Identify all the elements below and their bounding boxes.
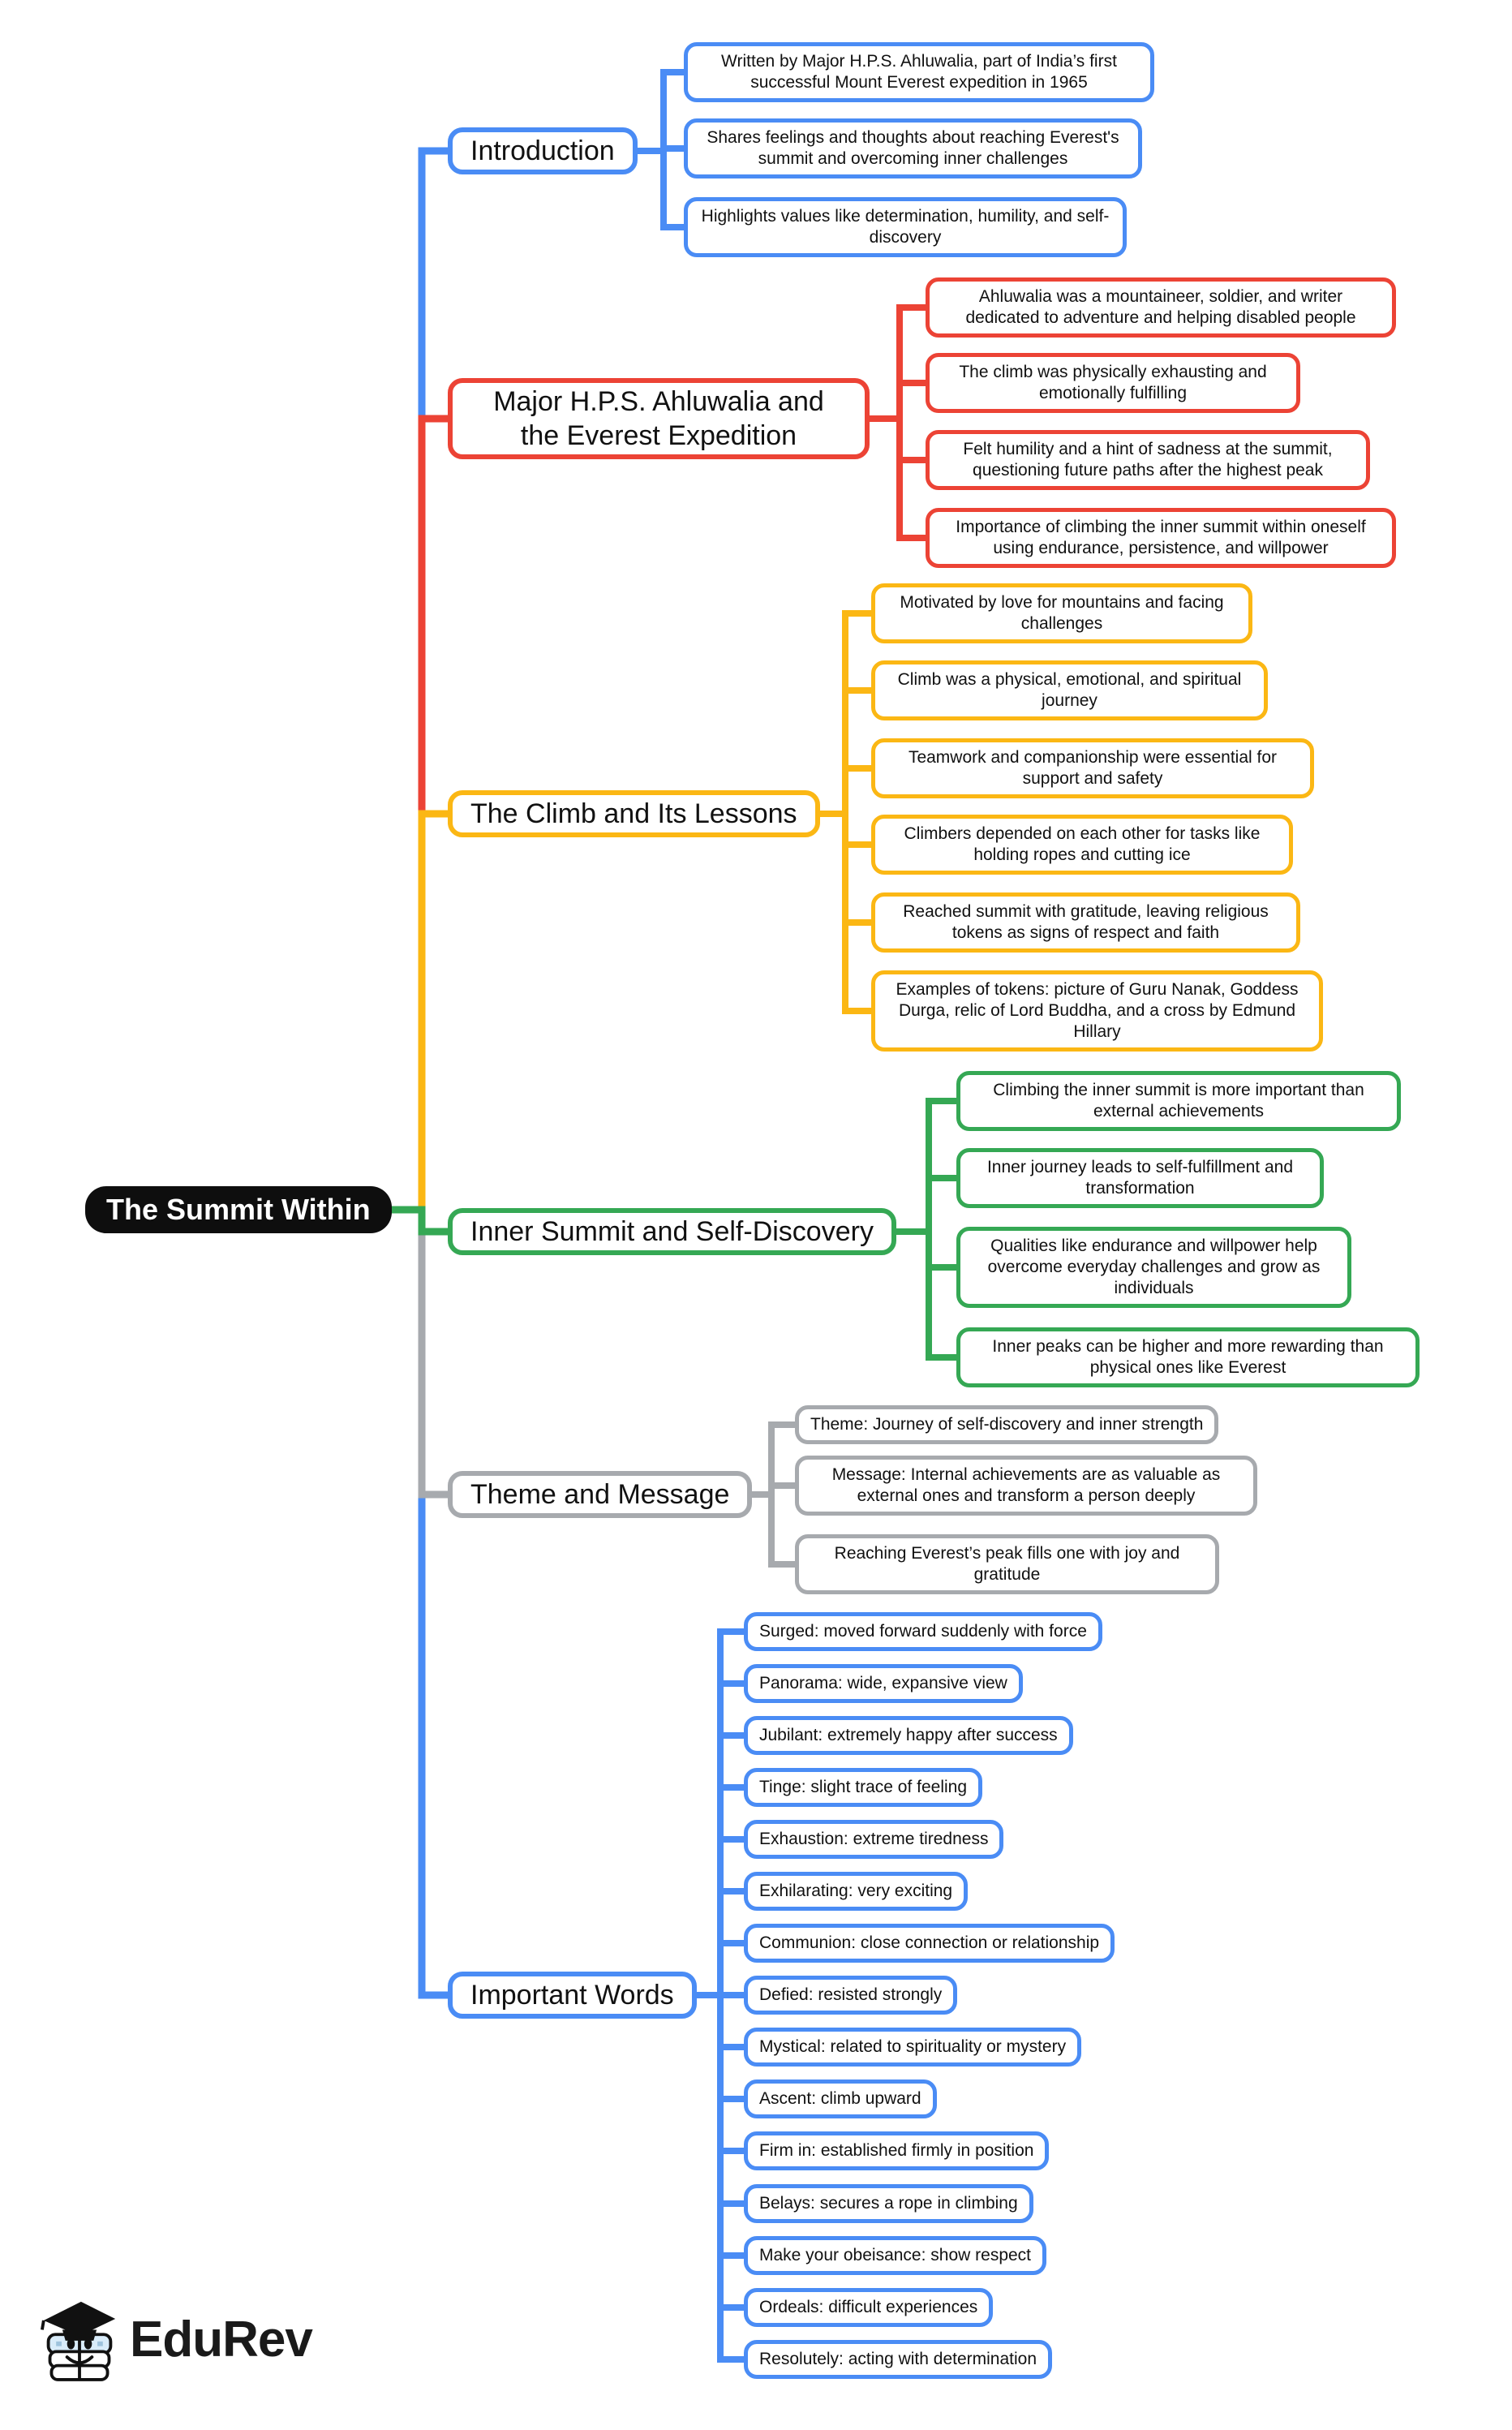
mindmap-node: Panorama: wide, expansive view (744, 1664, 1023, 1703)
branch-label-theme-and-message: Theme and Message (448, 1471, 753, 1518)
root-node: The Summit Within (85, 1186, 392, 1233)
mindmap-node: Highlights values like determination, hu… (684, 197, 1127, 257)
mindmap-node: Shares feelings and thoughts about reach… (684, 118, 1142, 178)
mindmap-node: Belays: secures a rope in climbing (744, 2184, 1033, 2223)
mindmap-node: Theme: Journey of self-discovery and inn… (795, 1405, 1219, 1444)
mindmap-node: Ahluwalia was a mountaineer, soldier, an… (926, 277, 1396, 338)
mindmap-node: Importance of climbing the inner summit … (926, 508, 1396, 568)
mindmap-node: Communion: close connection or relations… (744, 1924, 1115, 1963)
mindmap-node: Teamwork and companionship were essentia… (871, 738, 1314, 798)
mindmap-node: Examples of tokens: picture of Guru Nana… (871, 970, 1323, 1052)
mindmap-node: Reached summit with gratitude, leaving r… (871, 892, 1300, 953)
branch-label-major-ahluwalia-expedition: Major H.P.S. Ahluwalia and the Everest E… (448, 378, 870, 459)
edurev-logo: EduRev (41, 2295, 313, 2384)
branch-label-introduction: Introduction (448, 127, 638, 174)
mindmap-node: Tinge: slight trace of feeling (744, 1768, 983, 1807)
mindmap-node: Ordeals: difficult experiences (744, 2288, 994, 2327)
mindmap-node: Climbing the inner summit is more import… (956, 1071, 1401, 1131)
branch-label-important-words: Important Words (448, 1972, 697, 2019)
mindmap-node: Qualities like endurance and willpower h… (956, 1227, 1351, 1308)
mindmap-node: Ascent: climb upward (744, 2079, 937, 2118)
branch-label-climb-and-lessons: The Climb and Its Lessons (448, 790, 820, 837)
mindmap-node: Reaching Everest’s peak fills one with j… (795, 1534, 1219, 1594)
mindmap-node: Mystical: related to spirituality or mys… (744, 2028, 1082, 2067)
edurev-logo-text: EduRev (130, 2311, 313, 2368)
edurev-mascot-icon (41, 2301, 116, 2381)
mindmap-node: Inner peaks can be higher and more rewar… (956, 1327, 1420, 1387)
mindmap-node: Exhilarating: very exciting (744, 1872, 969, 1911)
mindmap-node: Make your obeisance: show respect (744, 2236, 1047, 2275)
mindmap-node: Climbers depended on each other for task… (871, 815, 1293, 875)
branch-label-inner-summit: Inner Summit and Self-Discovery (448, 1208, 896, 1255)
mindmap-node: Jubilant: extremely happy after success (744, 1716, 1073, 1755)
mindmap-node: Motivated by love for mountains and faci… (871, 583, 1252, 643)
mindmap-node: Resolutely: acting with determination (744, 2340, 1053, 2379)
mindmap-node: Defied: resisted strongly (744, 1976, 958, 2015)
mindmap-node: Message: Internal achievements are as va… (795, 1456, 1257, 1516)
mindmap-node: Written by Major H.P.S. Ahluwalia, part … (684, 42, 1154, 102)
mindmap-node: Climb was a physical, emotional, and spi… (871, 660, 1268, 720)
mindmap-node: The climb was physically exhausting and … (926, 353, 1300, 413)
mindmap-node: Exhaustion: extreme tiredness (744, 1820, 1004, 1859)
mindmap-node: Inner journey leads to self-fulfillment … (956, 1148, 1324, 1208)
mindmap-node: Firm in: established firmly in position (744, 2131, 1050, 2170)
mindmap-node: Felt humility and a hint of sadness at t… (926, 430, 1370, 490)
mindmap-node: Surged: moved forward suddenly with forc… (744, 1612, 1102, 1651)
